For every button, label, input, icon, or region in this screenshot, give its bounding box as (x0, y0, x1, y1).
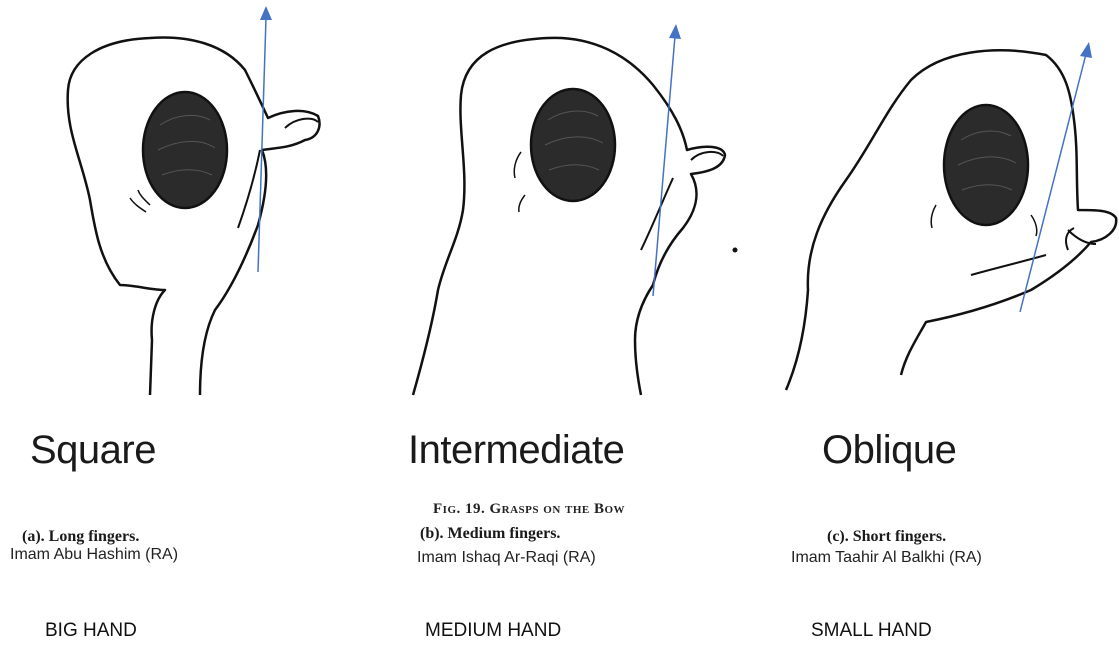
bow-grip (531, 89, 615, 201)
hand-size-label: MEDIUM HAND (425, 620, 561, 642)
direction-arrow-line (258, 18, 266, 272)
bow-grip (143, 92, 227, 208)
hand-illustration-intermediate (373, 0, 746, 400)
panel-square: Square (a). Long fingers. Imam Abu Hashi… (0, 0, 373, 646)
grasp-title: Oblique (822, 428, 956, 473)
imam-name: Imam Taahir Al Balkhi (RA) (791, 549, 982, 567)
finger-length-label: (c). Short fingers. (827, 528, 946, 546)
grasp-title: Square (30, 428, 156, 473)
direction-arrow-head (669, 24, 681, 39)
hand-size-label: SMALL HAND (811, 620, 932, 642)
imam-name: Imam Abu Hashim (RA) (10, 546, 178, 564)
finger-crease (238, 150, 260, 228)
hand-outline (786, 50, 1116, 390)
thumb-nail (1066, 228, 1096, 250)
hand-outline (68, 37, 320, 395)
panel-intermediate: Intermediate Fig. 19. Grasps on the Bow … (373, 0, 746, 646)
hand-size-label: BIG HAND (45, 620, 137, 642)
figure-caption: Fig. 19. Grasps on the Bow (433, 501, 625, 518)
imam-name: Imam Ishaq Ar-Raqi (RA) (417, 549, 596, 567)
thumb-nail (691, 152, 723, 160)
hand-illustration-square (0, 0, 373, 400)
bow-grip (944, 105, 1028, 225)
finger-crease (971, 255, 1046, 275)
finger-crease (641, 178, 673, 250)
finger-length-label: (a). Long fingers. (22, 528, 139, 546)
panel-oblique: Oblique (c). Short fingers. Imam Taahir … (746, 0, 1119, 646)
direction-arrow-head (260, 6, 272, 20)
hand-illustration-oblique (746, 0, 1119, 400)
thumb-nail (285, 119, 318, 128)
grasp-title: Intermediate (408, 428, 624, 473)
finger-length-label: (b). Medium fingers. (420, 525, 560, 543)
direction-arrow-head (1080, 42, 1092, 58)
